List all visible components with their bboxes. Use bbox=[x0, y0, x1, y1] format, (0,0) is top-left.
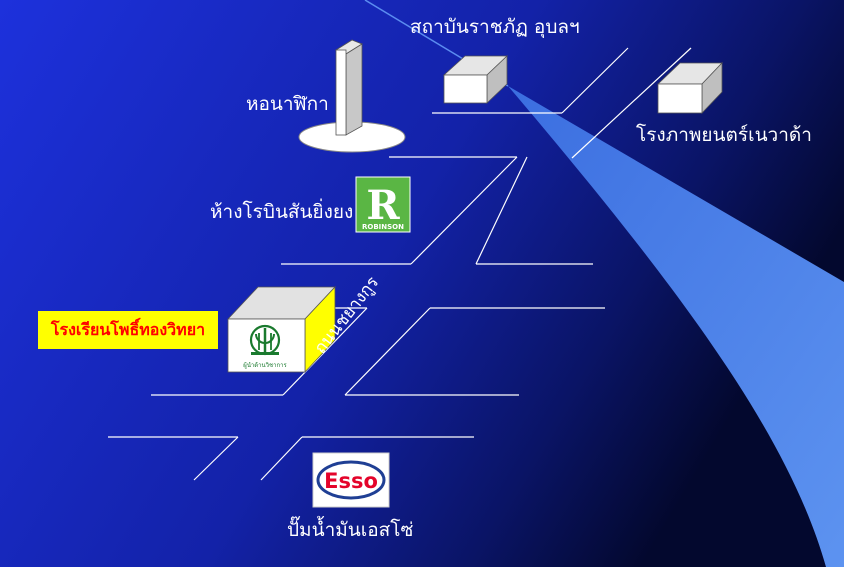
cube-building-icon: ผู้นำด้านวิชาการ bbox=[227, 285, 336, 374]
box-building-icon bbox=[657, 62, 723, 114]
cinema-label: โรงภาพยนตร์เนวาด้า bbox=[636, 124, 812, 146]
robinson-logo-letter: R bbox=[366, 182, 400, 229]
robinson-logo-text: ROBINSON bbox=[362, 223, 404, 231]
robinson-logo: R ROBINSON bbox=[355, 176, 411, 233]
road-lines bbox=[108, 47, 692, 481]
robinson-label: ห้างโรบินสันยิ่งยง bbox=[210, 201, 354, 223]
school-emblem-caption: ผู้นำด้านวิชาการ bbox=[243, 362, 287, 369]
esso-station-label: ปั๊มน้ำมันเอสโซ่ bbox=[287, 519, 414, 541]
esso-logo: Esso bbox=[312, 452, 390, 508]
box-building-icon bbox=[442, 55, 509, 104]
esso-logo-text: Esso bbox=[324, 469, 378, 493]
clock-tower-label: หอนาฬิกา bbox=[246, 93, 329, 115]
school-label-box: โรงเรียนโพธิ์ทองวิทยา bbox=[38, 311, 218, 349]
school-label: โรงเรียนโพธิ์ทองวิทยา bbox=[50, 319, 206, 339]
light-beam bbox=[508, 86, 844, 567]
school-emblem-icon bbox=[249, 324, 281, 356]
institute-label: สถาบันราชภัฏ อุบลฯ bbox=[410, 16, 580, 38]
tower-building-icon bbox=[298, 39, 406, 153]
